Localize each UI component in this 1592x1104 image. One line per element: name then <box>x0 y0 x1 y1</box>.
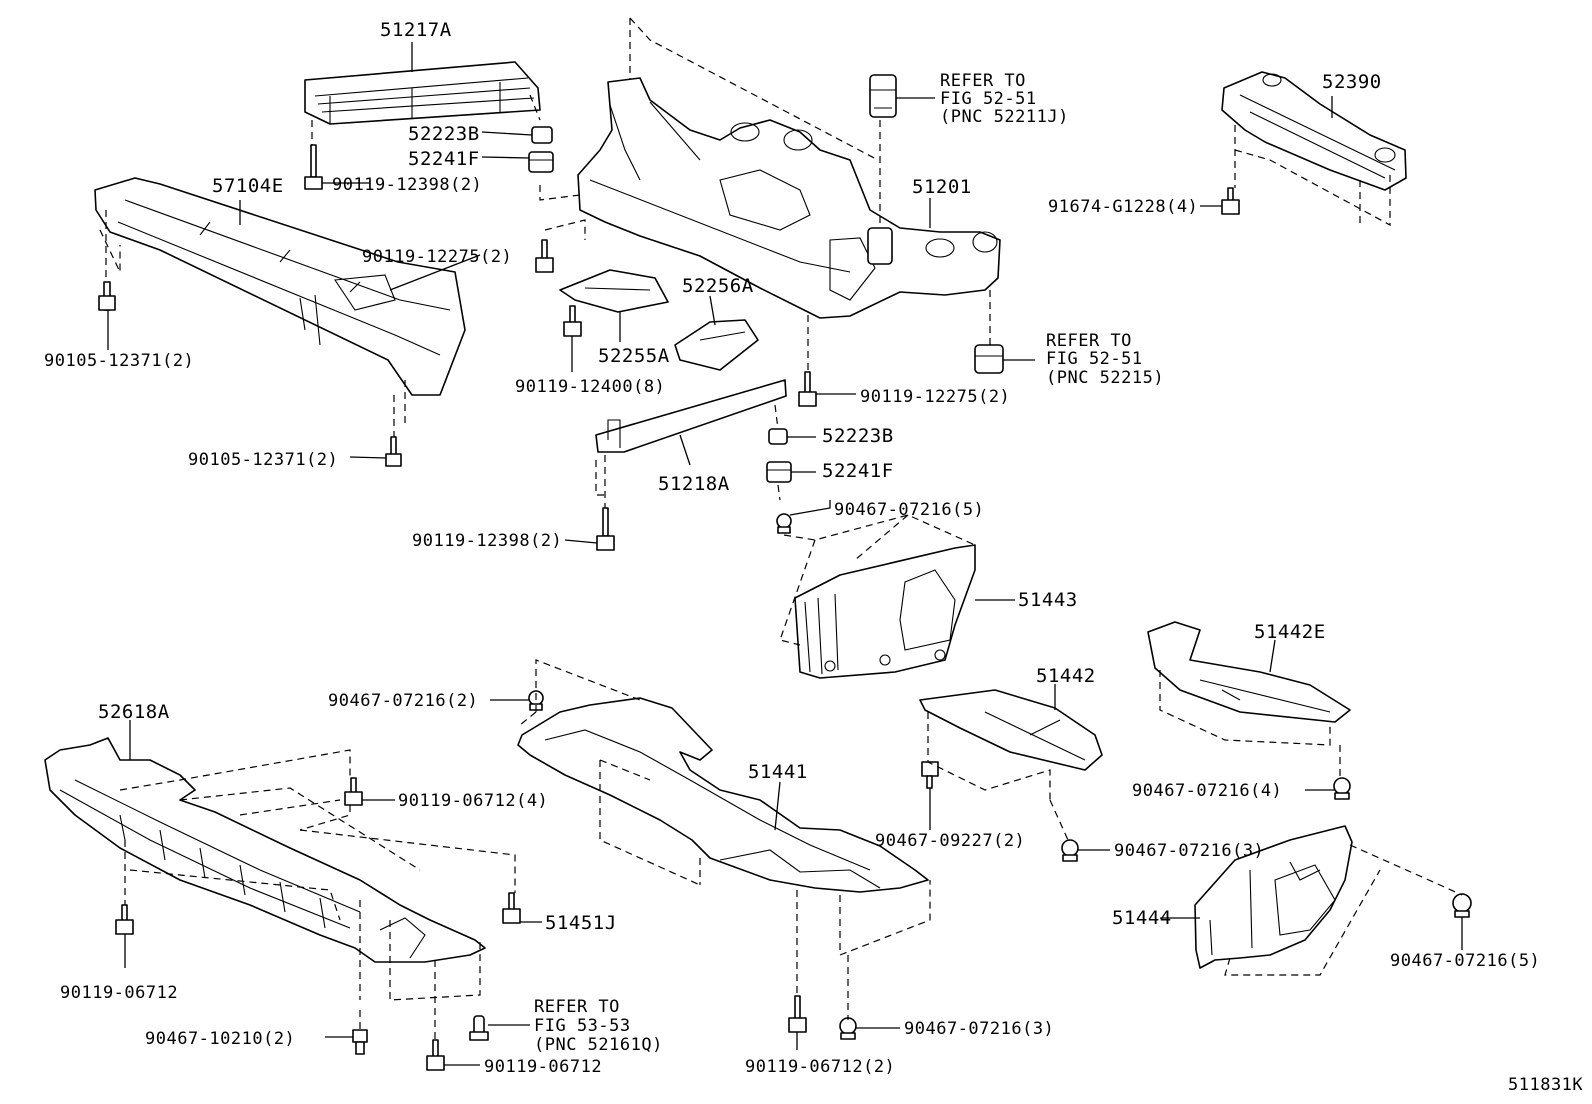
label-ref-52211j-line3: (PNC 52211J) <box>940 107 1069 127</box>
label-51451j: 51451J <box>545 912 617 934</box>
bolt-90119-12275-right <box>798 371 817 407</box>
part-52256a-plate <box>674 319 759 371</box>
bolt-90119-06712-left <box>115 904 134 935</box>
label-51442: 51442 <box>1036 665 1096 687</box>
part-labels: 51217A 52223B 52241F 90119-12398(2) 5710… <box>44 19 1583 1095</box>
bolt-90105-12371-b <box>385 436 402 467</box>
label-51218a: 51218A <box>658 473 730 495</box>
clip-52161q <box>469 1015 489 1041</box>
label-90119-12275-right: 90119-12275(2) <box>860 387 1010 407</box>
label-ref-52161q-line1: REFER TO <box>534 997 620 1017</box>
bolt-90119-12398-bottom <box>596 507 615 551</box>
label-90467-07216-5b: 90467-07216(5) <box>1390 951 1540 971</box>
label-90105-12371-a: 90105-12371(2) <box>44 351 194 371</box>
part-51442e-cover <box>1147 621 1351 723</box>
spacer-52241f-top <box>528 151 554 173</box>
clip-90467-07216-3a <box>1061 839 1079 862</box>
part-52390-bracket <box>1221 71 1407 191</box>
label-90105-12371-b: 90105-12371(2) <box>188 450 338 470</box>
clip-90467-07216-5a <box>776 513 792 534</box>
part-51444-cover <box>1194 825 1353 969</box>
label-91674-g1228: 91674-G1228(4) <box>1048 197 1198 217</box>
bolt-90119-12400 <box>563 305 582 337</box>
label-90467-07216-2: 90467-07216(2) <box>328 691 478 711</box>
clip-90467-07216-3b <box>839 1017 857 1040</box>
label-51441: 51441 <box>748 761 808 783</box>
bolt-91674-g1228 <box>1221 187 1240 215</box>
label-90119-12398-bottom: 90119-12398(2) <box>412 531 562 551</box>
bolt-90119-06712-2 <box>788 995 807 1033</box>
spacer-52241f-mid <box>766 461 792 483</box>
label-51442e: 51442E <box>1254 621 1326 643</box>
label-90467-09227: 90467-09227(2) <box>875 831 1025 851</box>
bolt-90119-12398-top <box>304 144 323 190</box>
label-51217a: 51217A <box>380 19 452 41</box>
label-ref-52161q-line2: FIG 53-53 <box>534 1016 631 1036</box>
label-ref-52215-line3: (PNC 52215) <box>1046 368 1164 388</box>
label-90467-10210: 90467-10210(2) <box>145 1029 295 1049</box>
label-90119-06712-2: 90119-06712(2) <box>745 1057 895 1077</box>
part-51201-crossmember <box>577 77 1001 319</box>
label-52256a: 52256A <box>682 275 754 297</box>
label-51443: 51443 <box>1018 589 1078 611</box>
label-52223b-top: 52223B <box>408 123 480 145</box>
label-90467-07216-3b: 90467-07216(3) <box>904 1019 1054 1039</box>
label-90467-07216-4: 90467-07216(4) <box>1132 781 1282 801</box>
label-90119-12398-top: 90119-12398(2) <box>332 175 482 195</box>
part-51218a-bar <box>595 379 787 453</box>
label-90119-12275-left: 90119-12275(2) <box>362 247 512 267</box>
spacer-52223b-mid <box>768 428 788 445</box>
assembly-dashed-lines <box>99 17 1463 1040</box>
spacers <box>528 126 792 483</box>
label-90119-06712-4: 90119-06712(4) <box>398 791 548 811</box>
label-51444: 51444 <box>1112 907 1172 929</box>
label-52223b-mid: 52223B <box>822 425 894 447</box>
bolt-90467-09227 <box>921 761 939 789</box>
label-90467-07216-3a: 90467-07216(3) <box>1114 841 1264 861</box>
label-ref-52161q-line3: (PNC 52161Q) <box>534 1035 663 1055</box>
part-52618a-spoiler <box>44 737 486 963</box>
label-90119-12400: 90119-12400(8) <box>515 377 665 397</box>
part-bushing-52211j <box>869 74 897 118</box>
part-51217a-support <box>304 61 541 125</box>
label-52390: 52390 <box>1322 71 1382 93</box>
bolt-90119-06712-bottom <box>426 1039 445 1071</box>
clip-90467-07216-5b <box>1452 893 1472 918</box>
label-52241f-mid: 52241F <box>822 460 894 482</box>
bolt-90105-12371-a <box>98 281 116 311</box>
label-90467-07216-5a: 90467-07216(5) <box>834 500 984 520</box>
part-52255a-plate <box>559 269 669 313</box>
label-90119-06712-left: 90119-06712 <box>60 983 178 1003</box>
part-bushing-51201 <box>867 227 893 265</box>
label-52241f-top: 52241F <box>408 148 480 170</box>
diagram-id: 511831K <box>1508 1075 1583 1095</box>
leader-lines <box>107 42 1463 1066</box>
bolt-51451j <box>502 892 521 924</box>
label-51201: 51201 <box>912 176 972 198</box>
part-51442-cover <box>919 689 1103 771</box>
part-57104e-crossmember <box>94 177 466 396</box>
clip-90467-07216-4 <box>1333 777 1351 800</box>
part-51443-cover <box>794 544 976 679</box>
part-51441-cover <box>517 697 929 893</box>
label-57104e: 57104E <box>212 175 284 197</box>
label-52618a: 52618A <box>98 701 170 723</box>
clip-90467-10210 <box>352 1029 368 1055</box>
label-ref-52215-line1: REFER TO <box>1046 331 1132 351</box>
label-52255a: 52255A <box>598 345 670 367</box>
bolt-90119-06712-4 <box>344 777 363 806</box>
spacer-52223b-top <box>531 126 553 144</box>
label-ref-52211j-line1: REFER TO <box>940 71 1026 91</box>
label-ref-52215-line2: FIG 52-51 <box>1046 349 1143 369</box>
label-ref-52211j-line2: FIG 52-51 <box>940 89 1037 109</box>
label-90119-06712-bottom: 90119-06712 <box>484 1057 602 1077</box>
fastener-clips <box>352 513 1472 1055</box>
part-bushing-52215 <box>974 344 1004 374</box>
bolt-90119-12275-left <box>535 239 554 273</box>
